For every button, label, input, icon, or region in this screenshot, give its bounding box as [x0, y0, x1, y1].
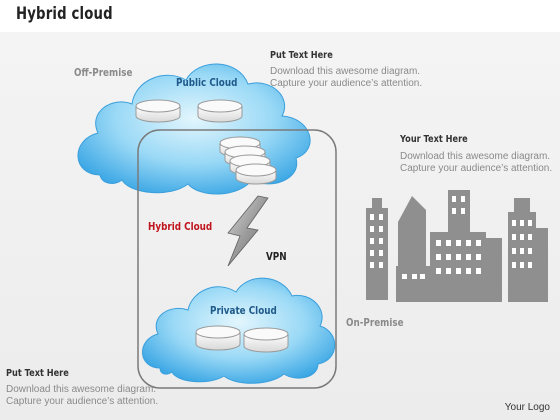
hybrid-cloud-label: Hybrid Cloud [148, 220, 213, 233]
text-block-heading: Your Text Here [400, 134, 468, 145]
text-block-line: Capture your audience’s attention. [270, 78, 423, 89]
public-cloud-label: Public Cloud [176, 76, 238, 89]
text-block-line: Download this awesome diagram. [6, 384, 157, 395]
vpn-label: VPN [266, 250, 287, 263]
private-cloud-label: Private Cloud [210, 304, 277, 317]
page-title: Hybrid cloud [16, 4, 113, 24]
text-block-heading: Put Text Here [270, 50, 333, 61]
database-icon [135, 99, 181, 123]
text-block-line: Capture your audience’s attention. [400, 163, 553, 174]
on-premise-boundary [137, 129, 337, 389]
database-icon [195, 325, 241, 351]
database-icon [243, 327, 289, 353]
on-premise-label: On-Premise [346, 316, 404, 329]
database-icon [197, 99, 243, 123]
text-block-line: Capture your audience’s attention. [6, 396, 159, 407]
text-block-heading: Put Text Here [6, 368, 69, 379]
database-stack-icon [219, 136, 277, 185]
city-buildings-icon [366, 190, 548, 302]
text-block-line: Download this awesome diagram. [400, 151, 551, 162]
text-block-line: Download this awesome diagram. [270, 66, 421, 77]
lightning-icon [227, 195, 269, 267]
logo-placeholder: Your Logo [504, 402, 550, 413]
off-premise-label: Off-Premise [74, 66, 133, 79]
